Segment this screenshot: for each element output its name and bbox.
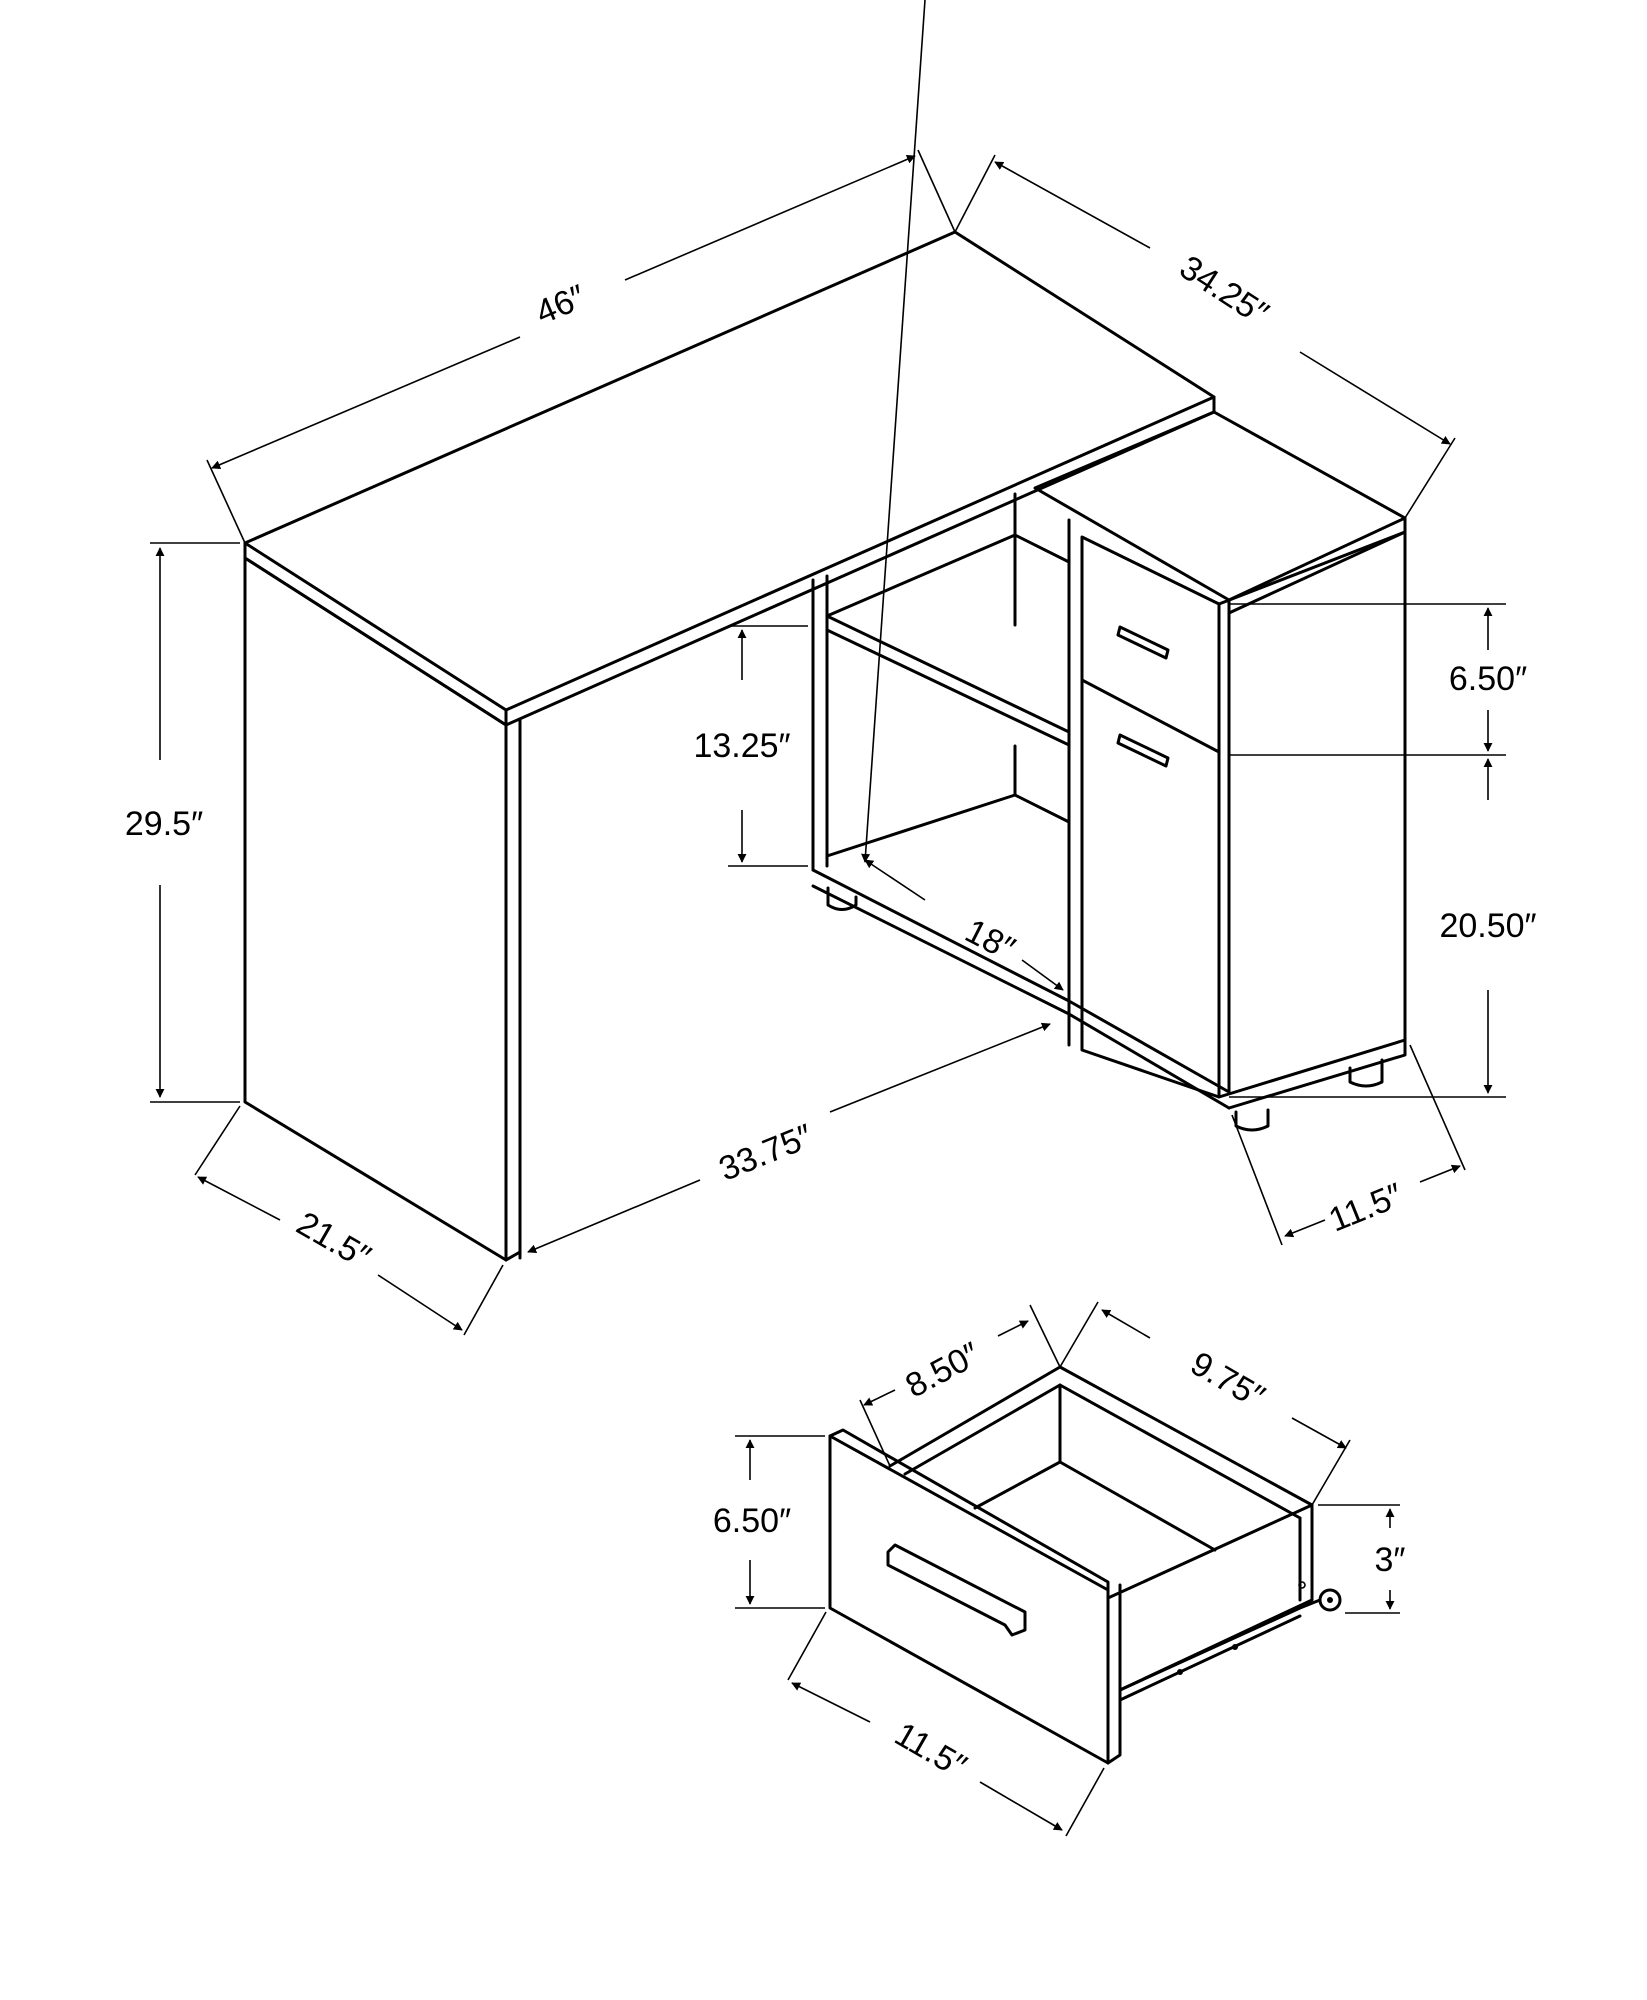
- drawer-box-rim: [888, 1365, 1314, 1600]
- left-side-panel: [243, 556, 508, 1262]
- drawer-split-line: [1080, 678, 1221, 754]
- foot: [826, 886, 858, 911]
- dim-cabinet-height: 20.50″: [1439, 907, 1536, 945]
- dim-base-width: 33.75″: [714, 1117, 818, 1189]
- dim-drawer-interior-depth: 9.75″: [1184, 1344, 1271, 1416]
- drawer-illustration: [828, 1365, 1342, 1765]
- dim-top-length: 46″: [530, 278, 591, 332]
- return-top: [1033, 410, 1407, 602]
- drawer-box-floor: [973, 1460, 1217, 1552]
- drawer-slide: [1118, 1598, 1322, 1692]
- dim-return-length: 34.25″: [1173, 248, 1275, 333]
- dim-drawer-front-height: 6.50″: [713, 1502, 791, 1540]
- drawer-front-handle: [886, 1543, 1027, 1637]
- cabinet-side: [1217, 530, 1407, 1099]
- dim-cabinet-depth: 11.5″: [1324, 1176, 1408, 1240]
- drawer-box-side: [1118, 1503, 1314, 1692]
- dim-desk-height: 29.5″: [125, 805, 203, 843]
- shelf-back-top: [825, 533, 1071, 618]
- dim-drawer-height: 6.50″: [1449, 660, 1527, 698]
- dim-drawer-interior-width: 8.50″: [899, 1335, 986, 1405]
- desk-dimensions: 46″ 34.25″ 29.5″ 13.25″ 6.50″ 20.50″: [125, 0, 1537, 1336]
- middle-shelf: [825, 628, 1071, 747]
- base-front-edge: [811, 868, 1231, 1094]
- drawer-dimensions: 8.50″ 9.75″ 6.50″ 3″ 11.5″: [713, 1301, 1406, 1837]
- drawer-handle: [1116, 625, 1170, 660]
- foot: [1348, 1058, 1384, 1088]
- drawer-front: [828, 1434, 1110, 1765]
- dim-drawer-box-height: 3″: [1375, 1541, 1406, 1579]
- foot: [1234, 1108, 1270, 1132]
- desk-illustration: [243, 230, 1407, 1262]
- cabinet-front: [1080, 535, 1221, 1099]
- slide-roller: [1318, 1588, 1342, 1612]
- dim-left-depth: 21.5″: [290, 1204, 377, 1276]
- dim-drawer-front-width: 11.5″: [888, 1715, 973, 1786]
- dim-shelf-height: 13.25″: [693, 727, 790, 765]
- dim-shelf-depth: 18″: [959, 912, 1021, 968]
- door-handle: [1116, 733, 1170, 768]
- bottom-shelf-back: [825, 793, 1071, 858]
